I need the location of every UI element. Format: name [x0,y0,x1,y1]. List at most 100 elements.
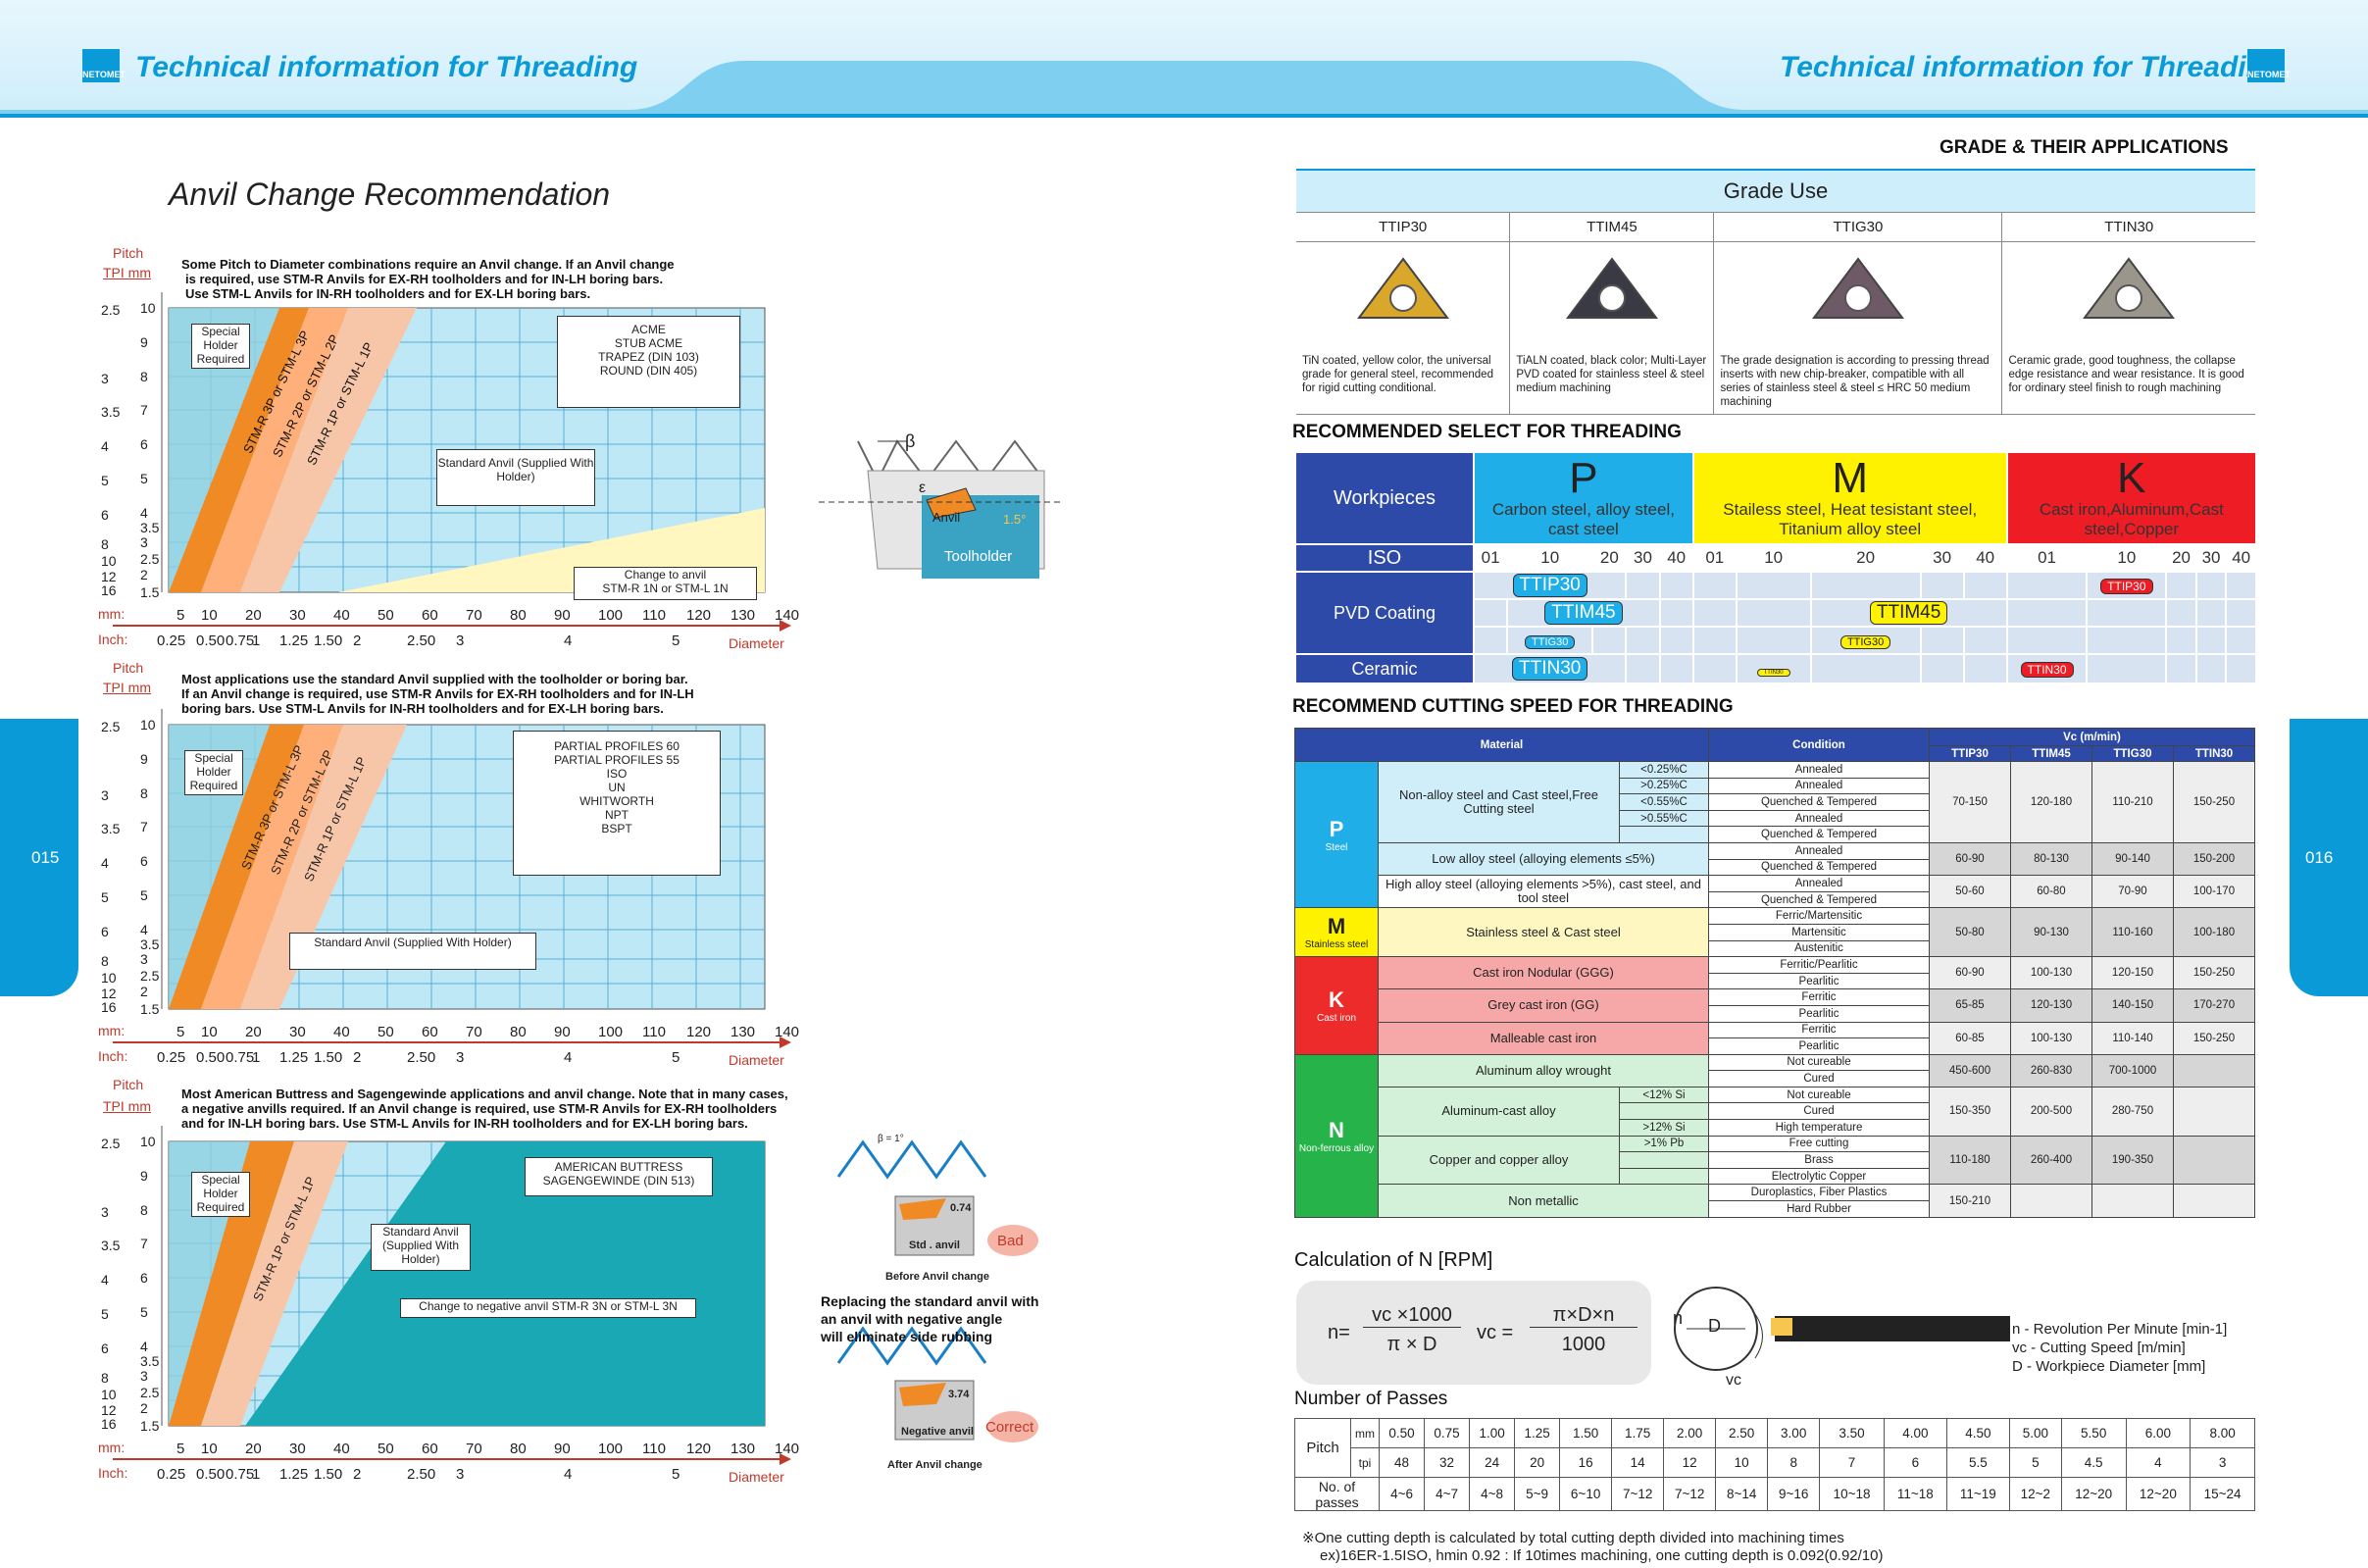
group-text: Stailess steel, Heat tesistant steel, Ti… [1723,500,1978,538]
tpi-tick: 16 [101,1416,117,1432]
condition-cell: Quenched & Tempered [1708,793,1930,811]
chart3-std-anvil: Standard Anvil (Supplied With Holder) [371,1224,471,1271]
vc-cell: 90-130 [2010,907,2092,958]
diameter-inch-tick: 3 [456,1466,465,1483]
group-text: Cast iron,Aluminum,Cast steel,Copper [2039,500,2224,538]
pass-tpi: 32 [1424,1447,1471,1478]
tpi-tick: 3.5 [101,1238,121,1253]
select-cell [2086,626,2168,655]
mm-tick: 8 [140,1202,148,1218]
vc-cell: 120-130 [2010,988,2092,1023]
diameter-label: Diameter [729,1052,784,1068]
mm-tick: 7 [140,402,148,418]
condition-cell: Pearlitic [1708,1004,1930,1023]
tpi-cell: tpi [1350,1447,1380,1478]
vc-cell: 60-80 [2010,875,2092,909]
diameter-inch-tick: 0.50 [196,1466,226,1483]
h-grade: TTIM45 [2010,745,2092,762]
diameter-mm-tick: 30 [289,1024,306,1040]
tpi-tick: 8 [101,536,109,552]
grade-pill: TTIM45 [1544,601,1623,625]
chart1-note: Some Pitch to Diameter combinations requ… [181,257,675,301]
pass-tpi: 5.5 [1945,1447,2010,1478]
diameter-inch-tick: 1 [252,632,261,649]
grade-desc: TiN coated, yellow color, the universal … [1296,349,1511,415]
select-cell [2194,571,2228,600]
diameter-mm-tick: 20 [245,1441,262,1457]
diameter-label: Diameter [729,1469,784,1485]
iso-number: 30 [2194,543,2228,573]
diameter-mm-tick: 140 [775,1441,800,1457]
condition-cell: Ferric/Martensitic [1708,907,1930,925]
passes-footnote: ※One cutting depth is calculated by tota… [1302,1530,1884,1564]
pass-mm: 5.50 [2060,1418,2127,1448]
insert-icon [1565,257,1658,320]
speed-heading: RECOMMEND CUTTING SPEED FOR THREADING [1292,696,1734,717]
condition-cell: Quenched & Tempered [1708,826,1930,843]
grade-pill: TTIP30 [1512,574,1587,597]
tpi-tick: 2.5 [101,719,121,734]
diameter-inch-tick: 0.75 [226,1466,255,1483]
condition-cell: Not cureable [1708,1086,1930,1104]
vc-cell: 60-85 [1929,1021,2011,1055]
header-wave [0,0,2368,118]
mm-tick: 10 [140,300,156,316]
sub-cond: >12% Si [1619,1119,1709,1137]
vc-cell [2173,1053,2255,1087]
h-condition: Condition [1708,728,1930,762]
diameter-inch-tick: 3 [456,632,465,649]
select-cell [2225,598,2257,628]
mm-tick: 2 [140,984,148,999]
grade-desc: Ceramic grade, good toughness, the colla… [2001,349,2255,415]
h-grade: TTIN30 [2173,745,2255,762]
vc-cell: 110-180 [1929,1135,2011,1186]
material-cell: Low alloy steel (alloying elements ≤5%) [1378,841,1709,877]
diameter-mm-tick: 70 [466,607,482,624]
diameter-inch-tick: 1.25 [279,1049,309,1066]
tpi-tick: 3.5 [101,821,121,836]
select-cell [2194,598,2228,628]
vc-cell: 50-80 [1929,907,2011,958]
diameter-mm-tick: 140 [775,607,800,624]
vc-cell: 700-1000 [2091,1053,2174,1087]
pass-count: 4~6 [1378,1477,1426,1511]
select-cell [1735,598,1812,628]
tpi-tick: 3 [101,1204,109,1220]
iso-number: 40 [1658,543,1694,573]
select-cell [1691,571,1738,600]
select-cell [2225,571,2257,600]
tpi-tick: 12 [101,986,117,1001]
pass-mm: 1.75 [1611,1418,1665,1448]
condition-cell: Annealed [1708,875,1930,892]
vc-cell: 120-180 [2010,761,2092,843]
select-cell [1691,626,1738,655]
material-cell: Stainless steel & Cast steel [1378,907,1709,958]
mm-tick: 9 [140,1168,148,1184]
pass-mm: 4.00 [1883,1418,1947,1448]
diameter-inch-tick: 2.50 [407,1049,436,1066]
select-cell [2194,653,2228,684]
pass-tpi: 14 [1611,1447,1665,1478]
iso-number: 10 [1506,543,1594,573]
mm-tick: 2.5 [140,1385,160,1400]
diameter-inch-tick: 2 [353,1466,362,1483]
tpi-tick: 3 [101,371,109,386]
mm-tick: 2 [140,567,148,582]
iso-number: 40 [2225,543,2257,573]
diameter-mm-tick: 50 [378,1441,394,1457]
tpi-tick: 2.5 [101,302,121,318]
diameter-inch-tick: 2 [353,632,362,649]
diameter-inch-tick: 1.50 [314,1049,343,1066]
iso-number: 20 [2165,543,2197,573]
vc-cell: 110-160 [2091,907,2174,958]
pass-mm: 2.00 [1663,1418,1717,1448]
insert-image [1509,241,1715,350]
header-title-left: Technical information for Threading [135,51,638,83]
diameter-inch-tick: 4 [564,1466,573,1483]
select-cell [2225,626,2257,655]
select-cell: TTIN30 [1472,653,1628,684]
diameter-inch-tick: 4 [564,632,573,649]
pass-tpi: 20 [1514,1447,1561,1478]
pitch-label: Pitch [113,245,144,261]
